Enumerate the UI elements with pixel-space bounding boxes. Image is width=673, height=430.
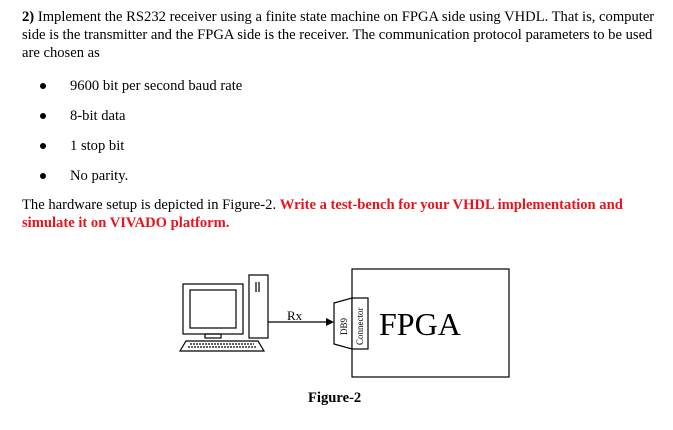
hardware-paragraph: The hardware setup is depicted in Figure… [22, 196, 662, 232]
hardware-text: The hardware setup is depicted in Figure… [22, 197, 277, 213]
task-highlight: Write a test-bench for your VHDL impleme… [22, 197, 623, 231]
computer-icon [178, 274, 269, 352]
list-item: No parity. [40, 166, 242, 196]
question-text: Implement the RS232 receiver using a fin… [22, 9, 655, 61]
parameter-parity: No parity. [70, 168, 129, 184]
figure-caption: Figure-2 [308, 390, 362, 406]
list-item: 1 stop bit [40, 136, 242, 166]
list-item: 8-bit data [40, 106, 242, 136]
fpga-label: FPGA [379, 306, 461, 342]
connector-label: Connector [355, 308, 365, 346]
list-item: 9600 bit per second baud rate [40, 76, 242, 106]
bullet-icon [40, 173, 46, 179]
parameter-baud: 9600 bit per second baud rate [70, 78, 243, 94]
db9-label: DB9 [339, 317, 349, 335]
question-number: 2) [22, 9, 35, 25]
bullet-icon [40, 143, 46, 149]
db9-connector-icon: DB9 Connector [333, 297, 369, 350]
bullet-icon [40, 113, 46, 119]
arrow-icon [326, 318, 334, 326]
parameter-stop-bit: 1 stop bit [70, 138, 125, 154]
parameter-list: 9600 bit per second baud rate 8-bit data… [40, 76, 242, 196]
question-paragraph: 2) Implement the RS232 receiver using a … [22, 8, 662, 62]
bullet-icon [40, 83, 46, 89]
parameter-data-bits: 8-bit data [70, 108, 126, 124]
rx-label: Rx [287, 308, 303, 323]
